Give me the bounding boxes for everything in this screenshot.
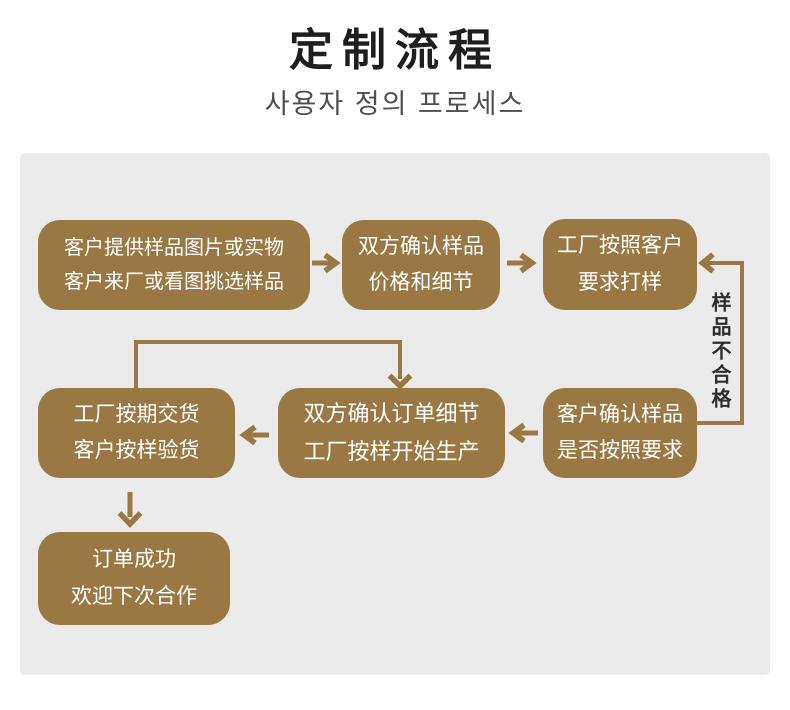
node-text-line: 双方确认订单细节 bbox=[303, 401, 480, 427]
node-text-line: 客户提供样品图片或实物 bbox=[64, 236, 284, 259]
node-text-line: 客户来厂或看图挑选样品 bbox=[64, 271, 284, 293]
flowchart-connectors bbox=[117, 252, 744, 528]
elbow-connector-top-down-arrow bbox=[134, 340, 413, 390]
flow-node-confirm-order-production: 双方确认订单细节 工厂按样开始生产 bbox=[278, 388, 505, 478]
node-text-line: 工厂按照客户 bbox=[557, 234, 683, 258]
arrow-left-step4-step5 bbox=[508, 422, 538, 444]
flow-node-order-success: 订单成功 欢迎下次合作 bbox=[38, 532, 230, 625]
node-text-line: 工厂按期交货 bbox=[73, 402, 200, 426]
node-text-line: 客户按样验货 bbox=[73, 439, 200, 462]
arrow-left-step5-step6 bbox=[239, 424, 269, 446]
node-text-line: 工厂按样开始生产 bbox=[303, 439, 480, 464]
node-text-line: 双方确认样品 bbox=[358, 234, 484, 258]
flow-node-customer-confirm-sample: 客户确认样品 是否按照要求 bbox=[543, 388, 697, 478]
flowchart-panel: 客户提供样品图片或实物 客户来厂或看图挑选样品 双方确认样品 价格和细节 工厂按… bbox=[20, 153, 770, 675]
loop-label-sample-unqualified: 样品不合格 bbox=[708, 292, 730, 412]
node-text-line: 订单成功 bbox=[92, 548, 176, 572]
arrow-right-step1-step2 bbox=[312, 252, 341, 274]
flow-node-factory-sampling: 工厂按照客户 要求打样 bbox=[543, 219, 697, 310]
node-text-line: 是否按照要求 bbox=[557, 439, 683, 462]
page-title: 定制流程 bbox=[289, 26, 501, 75]
node-text-line: 客户确认样品 bbox=[557, 402, 683, 426]
node-text-line: 价格和细节 bbox=[368, 271, 474, 294]
loop-connector-unqualified-sample bbox=[697, 252, 744, 425]
node-text-line: 要求打样 bbox=[578, 270, 662, 294]
arrow-right-step2-step3 bbox=[507, 252, 537, 274]
page-subtitle: 사용자 정의 프로세스 bbox=[264, 89, 526, 119]
arrow-down-step6-step7 bbox=[117, 492, 143, 528]
flow-node-delivery-inspection: 工厂按期交货 客户按样验货 bbox=[38, 388, 235, 478]
node-text-line: 欢迎下次合作 bbox=[71, 584, 197, 608]
flow-node-provide-sample: 客户提供样品图片或实物 客户来厂或看图挑选样品 bbox=[38, 220, 310, 310]
flow-node-confirm-sample-price: 双方确认样品 价格和细节 bbox=[342, 220, 500, 310]
